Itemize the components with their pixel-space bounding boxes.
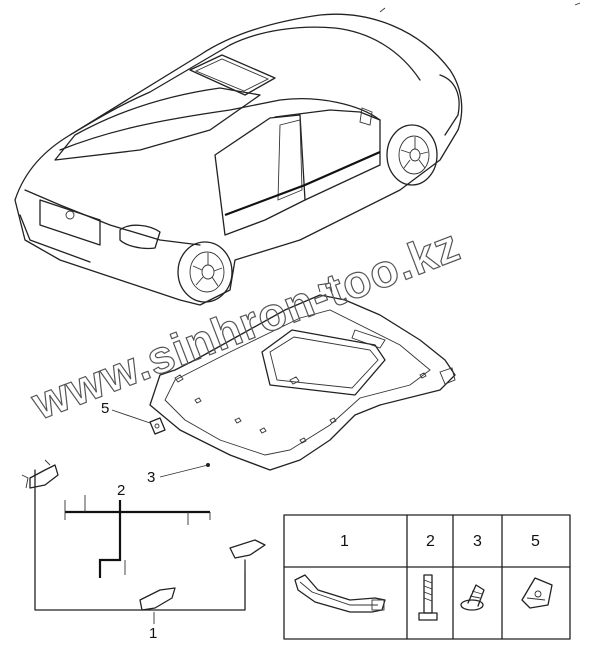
callout-3: 3	[147, 469, 155, 486]
watermark: www.sinhron-too.kz	[24, 218, 467, 429]
parts-table: 1 2 3 5	[283, 514, 571, 640]
bolt-part-icon	[418, 574, 438, 621]
dome-clip-part-icon	[521, 577, 553, 609]
car-illustration	[14, 2, 581, 306]
callout-1: 1	[149, 625, 157, 642]
table-header-2: 2	[426, 533, 435, 550]
grab-handle-part-icon	[294, 574, 386, 613]
callouts: 5 3 2 1	[101, 400, 210, 642]
callout-2: 2	[117, 482, 125, 499]
clip-part-icon	[460, 584, 485, 611]
table-header-5: 5	[531, 533, 540, 550]
table-header-1: 1	[340, 533, 349, 550]
callout-5: 5	[101, 400, 109, 417]
wiring-harness-illustration	[21, 459, 266, 611]
headliner-illustration	[149, 282, 456, 471]
table-header-3: 3	[473, 533, 482, 550]
